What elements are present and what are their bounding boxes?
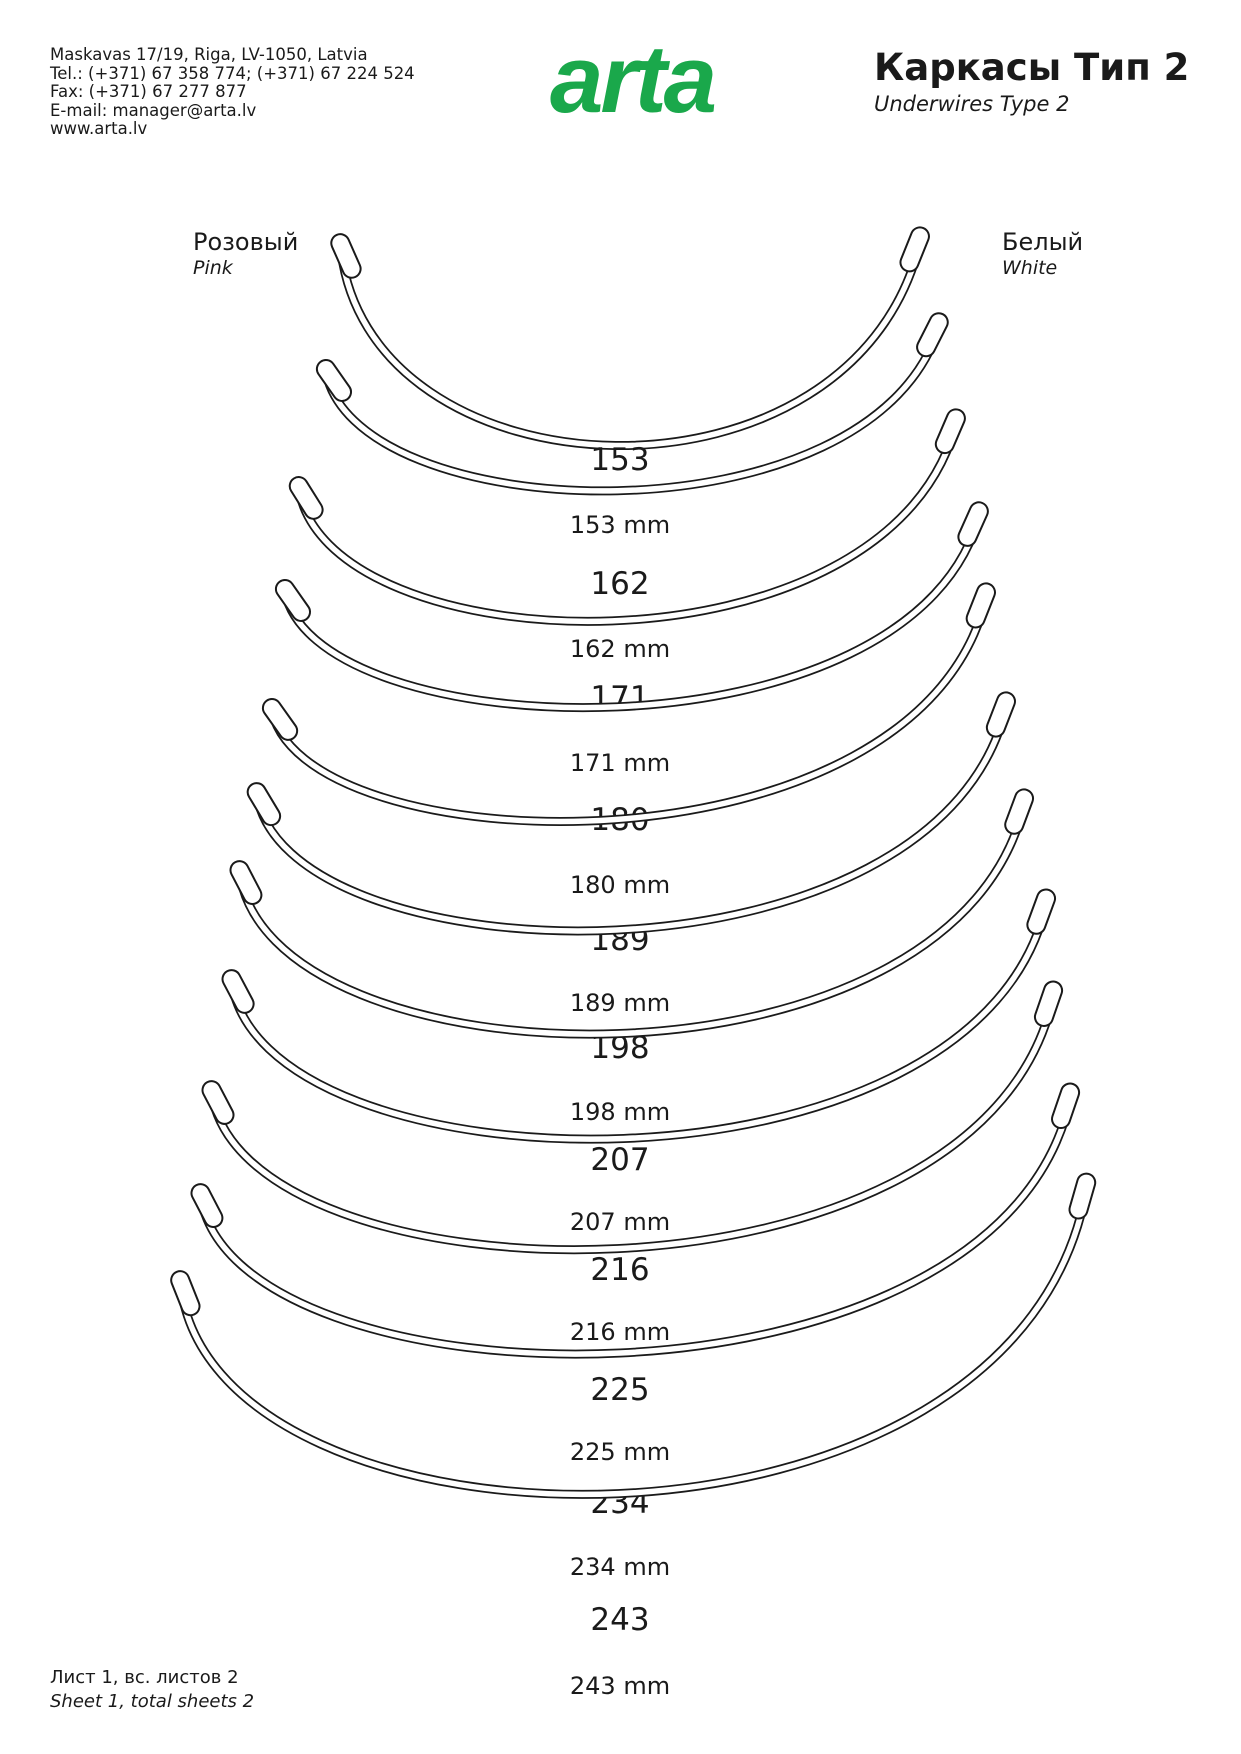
wire-tip xyxy=(934,408,966,455)
wire-core xyxy=(281,508,984,711)
underwire xyxy=(288,408,966,626)
wire-core xyxy=(228,895,1051,1142)
wire-core xyxy=(268,589,991,825)
page-subtitle: Underwires Type 2 xyxy=(874,92,1070,116)
logo-text: arta xyxy=(550,44,715,124)
wire-length-label: 234 mm xyxy=(570,1553,670,1581)
underwire xyxy=(274,501,989,713)
wire-length-label: 207 mm xyxy=(570,1208,670,1236)
wire-size-label: 207 xyxy=(590,1142,649,1178)
arta-logo: arta xyxy=(550,44,718,124)
underwire xyxy=(190,1082,1081,1359)
wire-tip xyxy=(985,691,1016,738)
wire-tip xyxy=(1004,788,1035,835)
wire-tip xyxy=(190,1183,224,1228)
sheet-info-ru: Лист 1, вс. листов 2 xyxy=(50,1667,239,1688)
contact-info: Maskavas 17/19, Riga, LV-1050, Latvia Te… xyxy=(50,45,415,139)
wire-tip xyxy=(965,582,996,629)
wire-tip xyxy=(1033,980,1064,1027)
legend-pink-ru: Розовый xyxy=(193,228,299,256)
wire-length-label: 243 mm xyxy=(570,1672,670,1700)
underwire xyxy=(330,226,930,450)
wire-tip xyxy=(221,969,255,1014)
wire-size-label: 243 xyxy=(590,1602,649,1638)
wire-tip xyxy=(1026,888,1057,935)
wire-tip xyxy=(246,782,282,827)
wire-size-label: 216 xyxy=(590,1252,649,1288)
wire-length-label: 225 mm xyxy=(570,1438,670,1466)
fax-text: Fax: (+371) 67 277 877 xyxy=(50,82,247,101)
underwire xyxy=(246,691,1016,936)
wire-size-label: 153 xyxy=(590,442,649,478)
wire-length-label: 171 mm xyxy=(570,749,670,777)
underwire xyxy=(170,1172,1097,1499)
wire-size-label: 225 xyxy=(590,1372,649,1408)
header: Каркасы Тип 2 Underwires Type 2 xyxy=(874,46,1189,118)
underwire xyxy=(221,888,1057,1144)
sheet-info: Лист 1, вс. листов 2 Sheet 1, total shee… xyxy=(50,1666,254,1714)
wire-tip xyxy=(916,312,949,358)
page-title: Каркасы Тип 2 xyxy=(874,46,1190,89)
wire-length-label: 216 mm xyxy=(570,1318,670,1346)
wire-core xyxy=(208,987,1058,1253)
legend-pink-en: Pink xyxy=(193,257,233,279)
underwire xyxy=(315,312,949,496)
wire-core xyxy=(337,233,925,449)
wire-length-label: 180 mm xyxy=(570,871,670,899)
underwire xyxy=(229,788,1035,1039)
legend-white-ru: Белый xyxy=(1002,228,1084,256)
website-text: www.arta.lv xyxy=(50,119,148,138)
wire-core xyxy=(236,795,1029,1037)
address-text: Maskavas 17/19, Riga, LV-1050, Latvia xyxy=(50,45,368,64)
wire-size-label: 162 xyxy=(590,566,649,602)
wire-tip xyxy=(330,233,362,279)
wire-tip xyxy=(274,579,312,622)
legend-pink: Розовый Pink xyxy=(193,228,298,280)
wire-tip xyxy=(288,476,324,520)
underwire xyxy=(201,980,1064,1255)
wire-tip xyxy=(899,226,930,273)
wire-tip xyxy=(1051,1082,1081,1130)
wire-core xyxy=(197,1089,1075,1357)
wire-tip xyxy=(1068,1172,1097,1220)
legend-white: Белый White xyxy=(1002,228,1083,280)
wire-core xyxy=(295,415,961,625)
wire-tip xyxy=(261,698,299,741)
wire-length-label: 153 mm xyxy=(570,511,670,539)
wire-core xyxy=(322,319,944,494)
wire-tip xyxy=(957,501,989,547)
wire-outline xyxy=(335,233,927,450)
wire-tip xyxy=(229,860,263,905)
wire-length-label: 198 mm xyxy=(570,1098,670,1126)
wire-tip xyxy=(315,359,353,402)
wire-length-label: 162 mm xyxy=(570,635,670,663)
legend-white-en: White xyxy=(1002,257,1058,279)
wire-core xyxy=(253,698,1011,934)
phone-text: Tel.: (+371) 67 358 774; (+371) 67 224 5… xyxy=(50,63,415,83)
wire-core xyxy=(177,1179,1091,1498)
email-text: E-mail: manager@arta.lv xyxy=(50,100,257,120)
wire-tip xyxy=(201,1080,235,1125)
underwire xyxy=(261,582,996,826)
sheet-info-en: Sheet 1, total sheets 2 xyxy=(50,1691,255,1712)
wire-tip xyxy=(170,1270,201,1317)
wire-length-label: 189 mm xyxy=(570,989,670,1017)
